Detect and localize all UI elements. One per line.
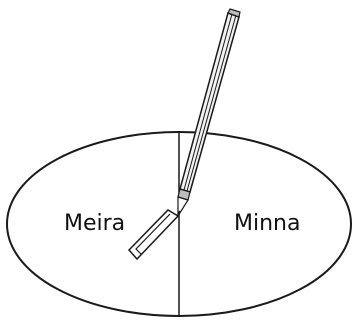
- right-region-label: Minna: [234, 211, 300, 236]
- pencil-shaft: [180, 13, 239, 192]
- eraser-clip: [129, 210, 178, 259]
- pencil-facet-line: [187, 15, 236, 191]
- left-region-label: Meira: [64, 211, 125, 236]
- pencil-facet-line: [184, 14, 232, 190]
